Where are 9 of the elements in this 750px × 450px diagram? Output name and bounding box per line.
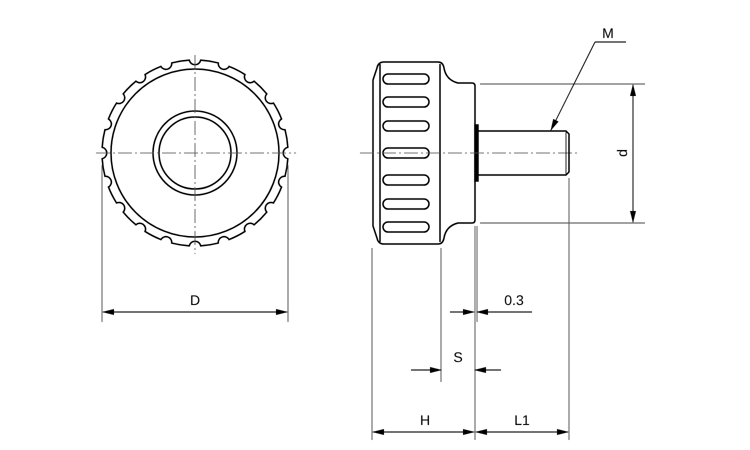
dimension-label: 0.3	[504, 292, 524, 308]
threaded-stud-drawing	[478, 130, 570, 176]
thread-size-label: M	[602, 25, 614, 41]
dimension-label: L1	[514, 412, 530, 428]
dimension-label: S	[453, 349, 463, 365]
dimension-label: d	[614, 149, 630, 157]
dimension-label: H	[420, 412, 430, 428]
dimension-label: D	[190, 292, 200, 308]
leader-line	[550, 42, 596, 131]
